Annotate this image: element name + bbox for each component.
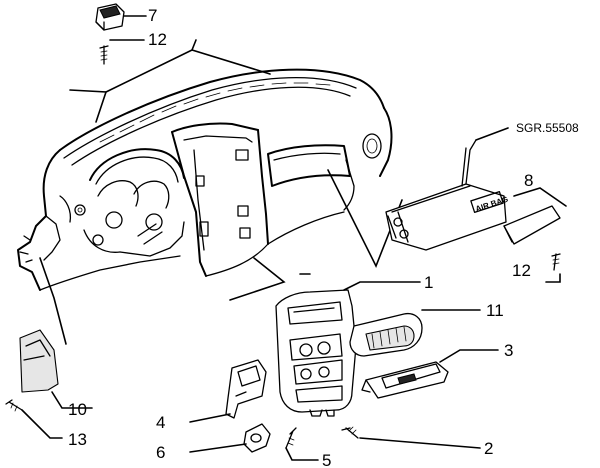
leader-dash-mid [229,257,286,301]
leader-5 [285,447,319,461]
part-7-switch-cap [95,3,125,31]
label-part-7: 7 [148,6,157,25]
part-8-glovebox-lid [503,205,561,245]
leader-1 [343,281,421,291]
part-12-screw-right [551,253,561,271]
part-2-screw [341,426,359,439]
part-12-screw-top [99,45,109,65]
part-3-bracket [361,361,449,399]
leader-8 [513,187,567,207]
leader-6 [189,443,247,453]
reference-code: SGR.55508 [516,121,579,135]
leader-13 [21,409,63,439]
leader-3 [439,349,499,363]
part-4-mounting-bracket [225,359,267,419]
label-part-4: 4 [156,413,165,432]
dashboard-assembly [17,68,393,291]
label-part-6: 6 [156,443,165,462]
label-part-11: 11 [486,301,504,320]
leader-dash-left [69,89,108,123]
label-part-3: 3 [504,341,513,360]
part-13-screw [5,399,23,412]
part-6-clip [243,423,271,453]
label-part-12-right: 12 [512,261,531,280]
leader-10 [51,391,93,409]
label-part-10: 10 [68,400,87,419]
leader-airbag [475,127,509,141]
leader-4 [189,413,231,423]
part-10-side-panel [19,329,59,393]
part-airbag-module: AIR BAG [385,139,509,251]
part-5-screw [285,427,297,449]
part-11-air-vent [349,312,423,357]
part-1-console-panel [275,289,357,417]
label-part-13: 13 [68,430,87,449]
label-part-2: 2 [484,439,493,458]
leader-12-right [545,273,561,283]
leader-dash-top-tick [191,39,197,51]
label-part-12-top: 12 [148,30,167,49]
label-part-8: 8 [524,171,533,190]
leader-dash-bottom [39,257,67,345]
label-part-5: 5 [322,451,331,468]
leader-2 [359,437,481,449]
leader-dash-top [105,49,271,93]
label-part-1: 1 [424,273,433,292]
